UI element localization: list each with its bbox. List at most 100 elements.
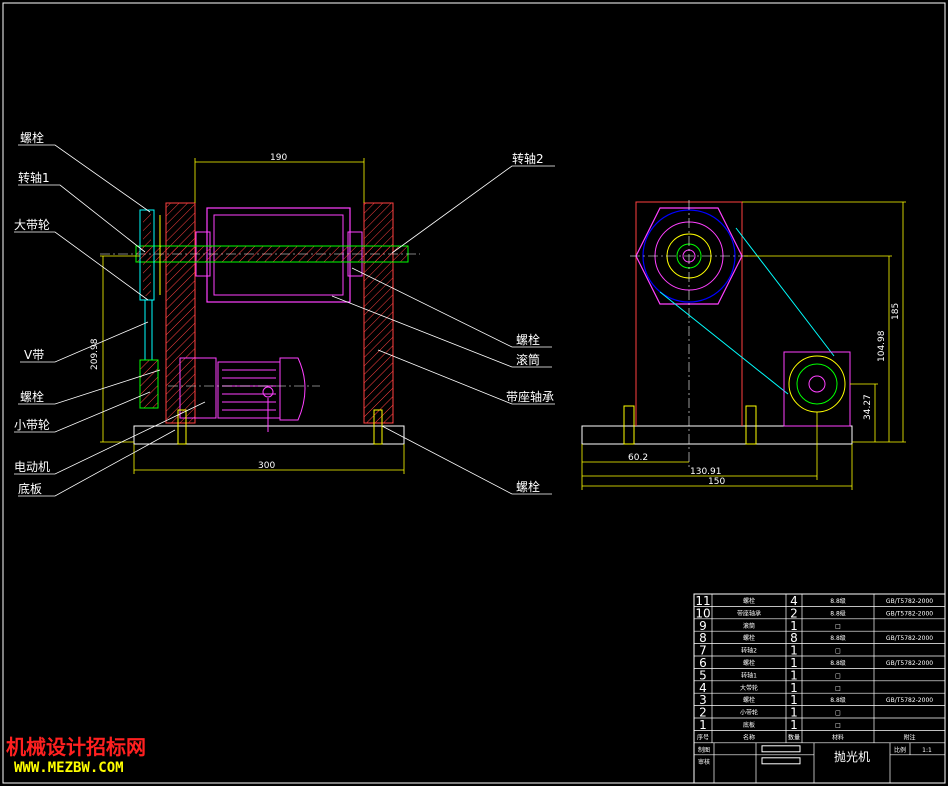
bom-cell-no: 3: [699, 693, 707, 707]
right-support: [363, 202, 394, 424]
bom-header-name: 名称: [743, 733, 755, 741]
front-view: 190 209.98 300 螺栓 转轴1 大带轮 V带 螺栓 小带轮 电动机 …: [14, 130, 555, 497]
side-dimension-lines: [581, 201, 906, 490]
side-belt-lower: [659, 291, 789, 395]
drawing-title: 抛光机: [834, 749, 870, 764]
side-motor-shaft: [808, 375, 826, 393]
bom-cell-name: 带座轴承: [737, 609, 761, 617]
bom-cell-no: 5: [699, 668, 707, 682]
bom-cell-qty: 1: [790, 619, 798, 633]
bom-header-no: 序号: [697, 733, 709, 741]
bom-cell-note: GB/T5782-2000: [886, 660, 933, 667]
front-base-plate: [133, 425, 405, 445]
scale-label: 比例: [894, 746, 906, 754]
bom-header-note: 附注: [903, 733, 915, 741]
bom-cell-note: GB/T5782-2000: [886, 635, 933, 642]
watermark-line1: 机械设计招标网: [6, 735, 146, 759]
label-bearing-seat: 带座轴承: [506, 389, 554, 404]
bom-cell-qty: 1: [790, 644, 798, 658]
label-shaft2: 转轴2: [512, 151, 544, 166]
bom-cell-material: □: [835, 672, 841, 679]
side-view: 185 104.98 34.27 60.2 130.91 150: [581, 200, 906, 490]
bom-cell-name: 底板: [743, 721, 755, 729]
label-drum: 滚筒: [516, 352, 540, 367]
small-pulley-shape: [139, 359, 159, 409]
bom-cell-name: 大带轮: [740, 684, 758, 692]
label-big-pulley: 大带轮: [14, 218, 50, 232]
dim-side-center-dist: 130.91: [690, 467, 722, 477]
bom-cell-note: GB/T5782-2000: [886, 610, 933, 617]
bom-cell-qty: 8: [790, 631, 798, 645]
bom-cell-name: 螺栓: [743, 597, 755, 605]
bom-cell-note: GB/T5782-2000: [886, 697, 933, 704]
front-leader-lines: [14, 144, 555, 497]
bom-cell-qty: 1: [790, 656, 798, 670]
bom-cell-no: 11: [695, 594, 710, 608]
motor-flange: [179, 357, 217, 419]
bom-cell-no: 4: [699, 681, 707, 695]
bom-cell-qty: 1: [790, 718, 798, 732]
label-bolt-right: 螺栓: [516, 332, 540, 347]
watermark-line2: WWW.MEZBW.COM: [14, 760, 124, 776]
dim-side-height-total: 185: [891, 303, 901, 320]
side-bolt-right: [745, 405, 757, 445]
front-dimension-lines: [100, 158, 405, 474]
bom-cell-qty: 1: [790, 668, 798, 682]
dim-side-width: 150: [708, 477, 725, 487]
bom-cell-qty: 1: [790, 693, 798, 707]
label-small-pulley: 小带轮: [14, 418, 50, 432]
label-bolt-mid: 螺栓: [20, 389, 44, 404]
bom-cell-name: 螺栓: [743, 659, 755, 667]
bom-cell-name: 转轴1: [741, 671, 757, 679]
side-base-plate: [581, 425, 853, 445]
bom-cell-no: 9: [699, 619, 707, 633]
drawn-box: [761, 745, 801, 753]
bom-cell-material: □: [835, 710, 841, 717]
bom-header-material: 材料: [832, 733, 844, 741]
bom-cell-note: GB/T5782-2000: [886, 598, 933, 605]
bom-cell-material: 8.8级: [830, 597, 846, 605]
bom-cell-qty: 1: [790, 706, 798, 720]
bom-header-qty: 数量: [788, 733, 800, 741]
bom-cell-no: 8: [699, 631, 707, 645]
bom-cell-name: 小带轮: [740, 709, 758, 717]
bom-cell-material: 8.8级: [830, 659, 846, 667]
bom-cell-no: 7: [699, 644, 707, 658]
bom-cell-qty: 2: [790, 606, 798, 620]
bom-cell-name: 螺栓: [743, 696, 755, 704]
dim-side-offset: 60.2: [628, 453, 648, 463]
bom-cell-name: 滚筒: [743, 622, 755, 630]
bom-cell-material: 8.8级: [830, 696, 846, 704]
bom-cell-material: □: [835, 623, 841, 630]
label-bolt-top: 螺栓: [20, 130, 44, 145]
base-bolt-left: [177, 409, 187, 445]
label-bolt-bottom: 螺栓: [516, 479, 540, 494]
dim-front-base-width: 300: [258, 461, 275, 471]
label-base-plate: 底板: [18, 481, 42, 496]
bom-cell-qty: 4: [790, 594, 798, 608]
bom-cell-name: 螺栓: [743, 634, 755, 642]
dim-front-width-top: 190: [270, 153, 287, 163]
bom-cell-material: 8.8级: [830, 634, 846, 642]
bom-cell-no: 2: [699, 706, 707, 720]
base-bolt-right: [373, 409, 383, 445]
label-v-belt: V带: [24, 348, 44, 362]
drawn-label: 制图: [698, 746, 710, 754]
label-motor: 电动机: [14, 460, 50, 474]
checked-label: 审核: [698, 758, 710, 766]
bom-cell-material: □: [835, 722, 841, 729]
bom-cell-material: 8.8级: [830, 609, 846, 617]
side-belt-upper: [735, 227, 835, 357]
bom-cell-material: □: [835, 648, 841, 655]
bom-cell-no: 1: [699, 718, 707, 732]
big-pulley-hatch: [143, 214, 151, 296]
side-bolt-left: [623, 405, 635, 445]
checked-box: [761, 757, 801, 765]
dim-side-motor-height: 34.27: [863, 394, 873, 420]
side-small-pulley: [796, 363, 838, 405]
bom-cell-name: 转轴2: [741, 647, 757, 655]
dim-front-height: 209.98: [90, 338, 100, 370]
